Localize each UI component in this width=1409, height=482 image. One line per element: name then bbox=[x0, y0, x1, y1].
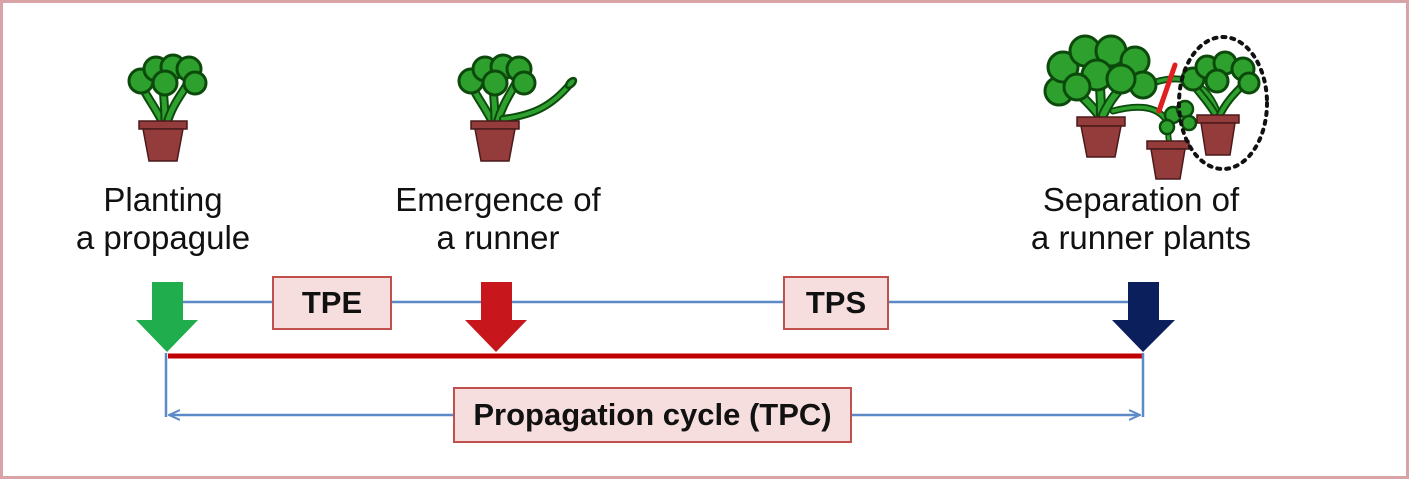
stage-label-line2: a propagule bbox=[75, 219, 251, 256]
stage-label-separation: Separation of a runner plants bbox=[1011, 181, 1271, 257]
stage-label-line2: a runner bbox=[436, 219, 560, 256]
stage-label-line1: Planting bbox=[103, 181, 223, 218]
tps-label: TPS bbox=[783, 276, 889, 330]
stage-label-emergence: Emergence of a runner bbox=[378, 181, 618, 257]
propagation-timeline-diagram bbox=[127, 34, 1269, 482]
stage-label-line1: Emergence of bbox=[395, 181, 601, 218]
emergence-arrow-icon bbox=[465, 282, 527, 352]
potted-plant-with-runner-icon bbox=[457, 53, 578, 162]
stage-label-planting: Planting a propagule bbox=[63, 181, 263, 257]
planting-arrow-icon bbox=[136, 282, 198, 352]
stage-label-line1: Separation of bbox=[1042, 181, 1240, 218]
mother-plant-and-runner-plants-icon bbox=[1043, 34, 1269, 180]
stage-label-line2: a runner plants bbox=[1030, 219, 1252, 256]
tpe-label: TPE bbox=[272, 276, 392, 330]
potted-plant-icon bbox=[127, 53, 208, 162]
cut-mark-icon bbox=[1156, 62, 1178, 114]
runner-plant-selection-ellipse bbox=[1177, 35, 1269, 171]
tpc-label: Propagation cycle (TPC) bbox=[453, 387, 852, 443]
separation-arrow-icon bbox=[1112, 282, 1175, 352]
